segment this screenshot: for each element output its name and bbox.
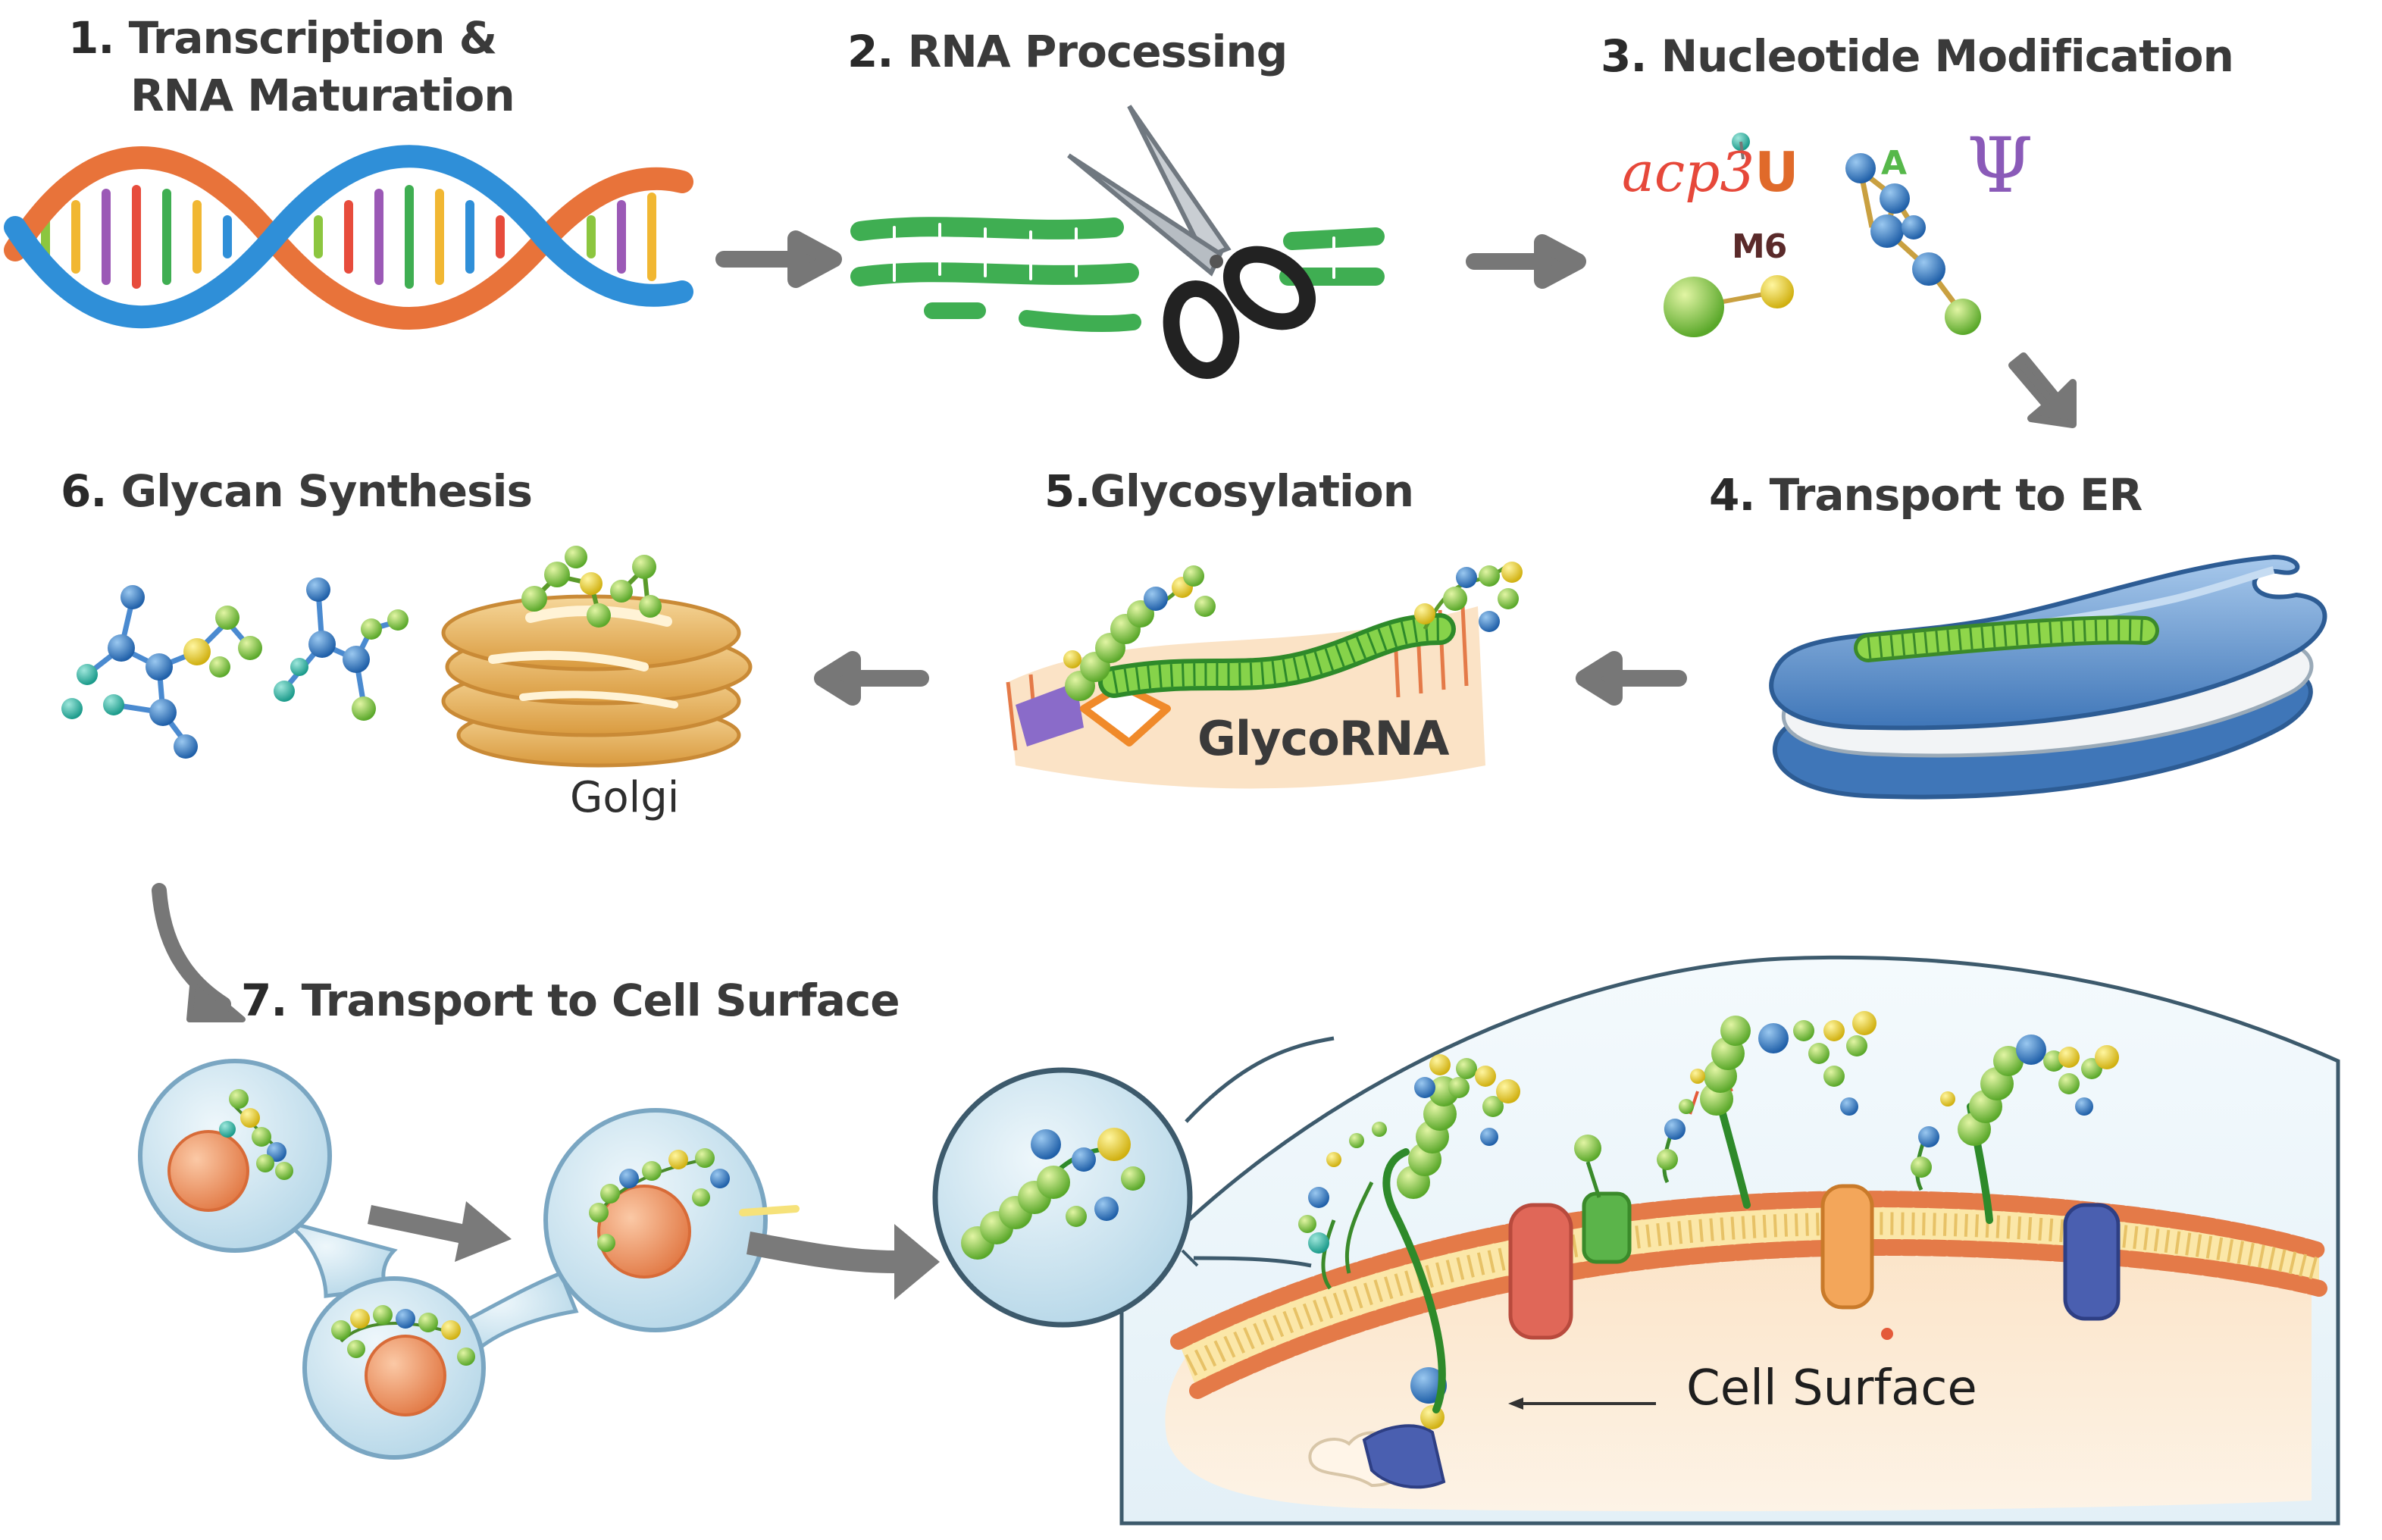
- step-1-text-line2: RNA Maturation: [130, 70, 515, 121]
- golgi-label: Golgi: [570, 773, 680, 822]
- step-5-title: 5.Glycosylation: [1044, 462, 1414, 520]
- acp3u-label: acp3U: [1622, 140, 1799, 204]
- arrow-vesicle-1: [368, 1201, 512, 1262]
- golgi-apparatus-icon: [441, 546, 753, 768]
- endoplasmic-reticulum-icon: [1769, 554, 2327, 800]
- scissors-icon: [1067, 105, 1316, 380]
- step-5-text: Glycosylation: [1090, 465, 1414, 517]
- dna-helix-icon: [4, 145, 693, 330]
- glycan-molecules-icon: [61, 578, 408, 759]
- step-3-number: 3.: [1601, 30, 1647, 82]
- step-2-text: RNA Processing: [907, 26, 1288, 77]
- arrow-6-to-7-head: [186, 975, 246, 1022]
- arrow-4-to-5: [1576, 651, 1687, 706]
- step-2-number: 2.: [847, 26, 894, 77]
- step-3-text: Nucleotide Modification: [1661, 30, 2234, 82]
- step-6-number: 6.: [61, 465, 107, 517]
- arrow-1-to-2: [715, 230, 842, 288]
- step-4-number: 4.: [1709, 469, 1755, 521]
- m6-label: M6: [1732, 227, 1787, 266]
- vesicle-transport-icon: [138, 1059, 800, 1460]
- cell-surface-glycorna-2: [1657, 1011, 1876, 1170]
- step-1-text-line1: Transcription &: [128, 12, 498, 64]
- rna-strands-icon: [850, 217, 1385, 333]
- arrow-5-to-6: [814, 651, 929, 706]
- arrow-vesicle-2: [747, 1224, 940, 1300]
- cell-surface-membrane-icon: [1119, 955, 2340, 1526]
- step-6-text: Glycan Synthesis: [121, 465, 533, 517]
- cell-surface-glycorna-1: [1298, 1054, 1520, 1254]
- modification-molecules-icon: [1664, 133, 1981, 337]
- psi-label: Ψ: [1967, 121, 2033, 210]
- step-7-title: 7. Transport to Cell Surface: [241, 972, 900, 1029]
- step-6-title: 6. Glycan Synthesis: [61, 462, 533, 520]
- step-2-title: 2. RNA Processing: [847, 23, 1288, 80]
- step-7-text: Transport to Cell Surface: [301, 975, 900, 1026]
- cell-surface-glycorna-3: [1911, 1034, 2119, 1178]
- step-5-number: 5.: [1044, 465, 1091, 517]
- magnified-vesicle-icon: [932, 1036, 1335, 1328]
- glycorna-label: GlycoRNA: [1197, 711, 1450, 766]
- a-label: A: [1881, 144, 1907, 183]
- cell-surface-label: Cell Surface: [1686, 1360, 1977, 1416]
- step-1-number: 1.: [68, 12, 114, 64]
- step-4-title: 4. Transport to ER: [1709, 466, 2143, 524]
- step-7-number: 7.: [241, 975, 287, 1026]
- acp3u-prefix: acp3: [1622, 140, 1755, 204]
- arrow-3-to-4: [2008, 352, 2077, 428]
- step-1-title: 1. Transcription & RNA Maturation: [68, 9, 515, 124]
- cell-surface-pointer-head: [1508, 1398, 1523, 1410]
- step-3-title: 3. Nucleotide Modification: [1601, 27, 2234, 85]
- arrow-2-to-3: [1466, 234, 1586, 289]
- glycosylation-membrane-icon: [1006, 562, 1523, 789]
- acp3u-suffix: U: [1754, 140, 1799, 204]
- step-4-text: Transport to ER: [1769, 469, 2143, 521]
